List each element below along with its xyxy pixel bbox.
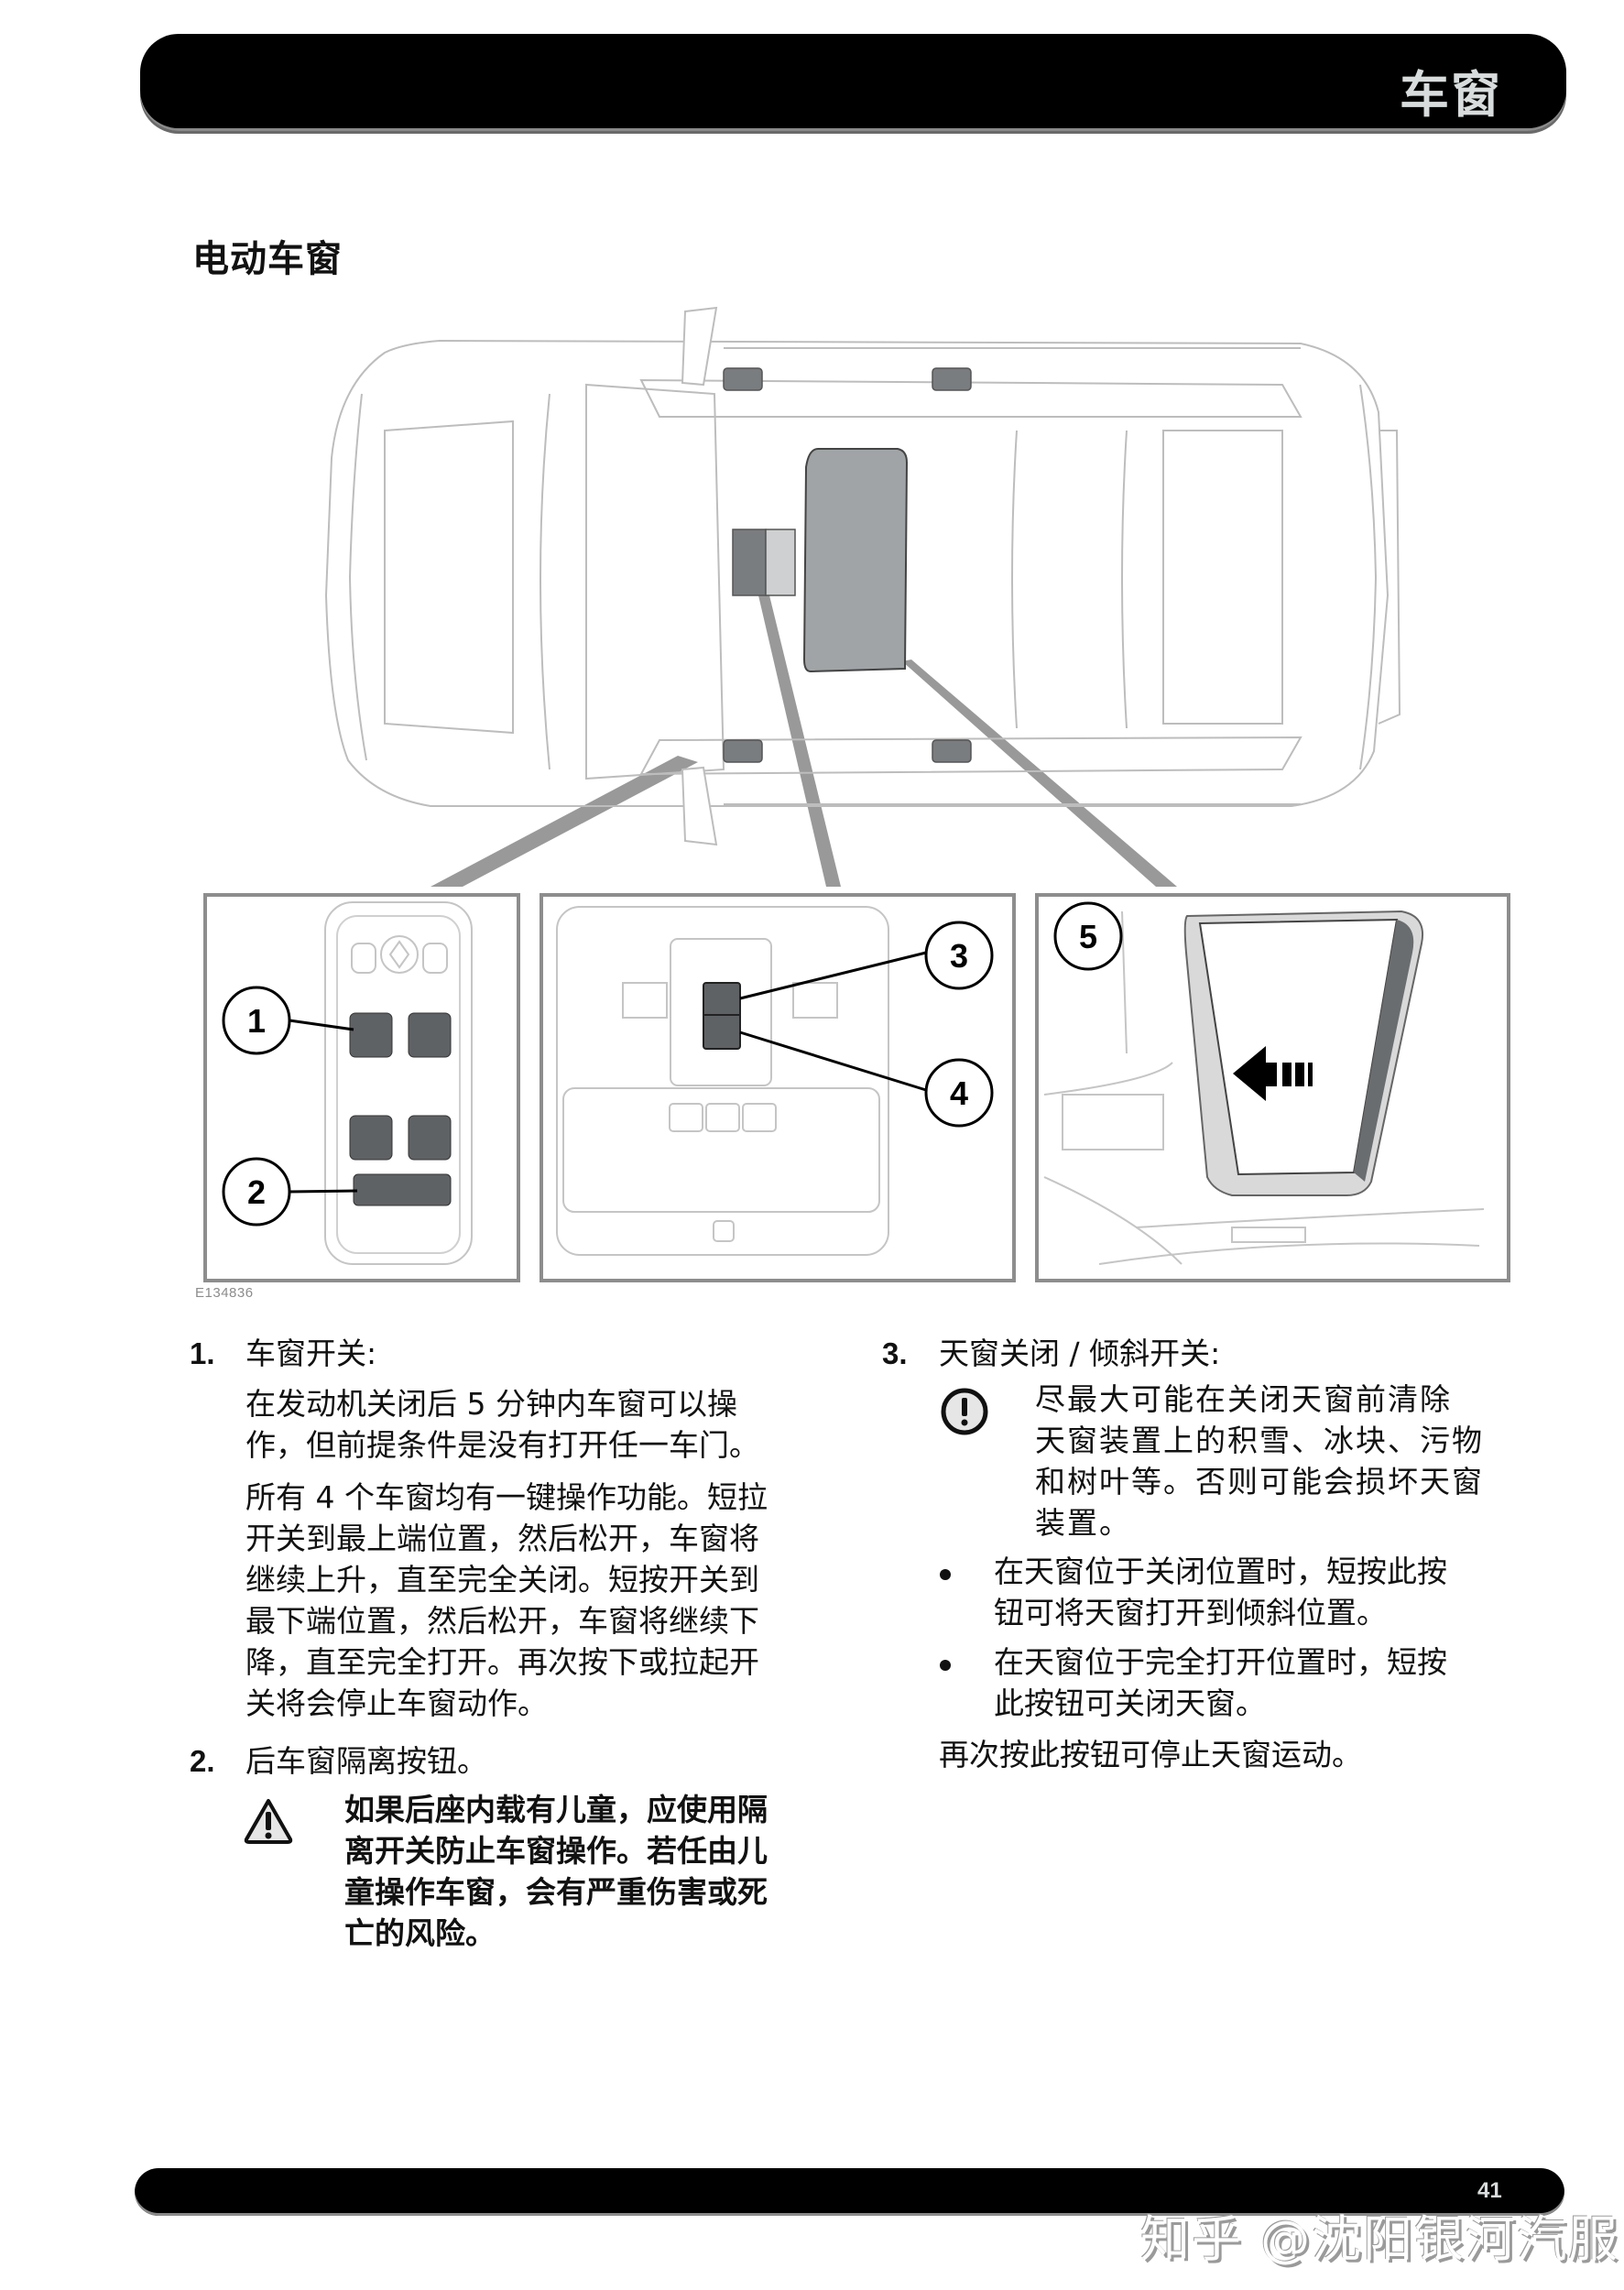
text-line: 降，直至完全打开。再次按下或拉起开 (245, 1644, 759, 1680)
text-line: 童操作车窗，会有严重伤害或死 (344, 1874, 768, 1910)
panel-overhead-console: 3 4 (540, 893, 1016, 1282)
text-line: 所有 4 个车窗均有一键操作功能。短拉 (245, 1479, 768, 1515)
chapter-title: 车窗 (1400, 66, 1502, 124)
page-number: 41 (1477, 2178, 1502, 2203)
caution-exclamation-icon (939, 1386, 990, 1437)
mirrors (681, 306, 718, 846)
overhead-console-marker (732, 529, 767, 596)
text-line: 在发动机关闭后 5 分钟内车窗可以操 (245, 1386, 737, 1422)
text-line: 天窗装置上的积雪、冰块、污物 (1035, 1423, 1484, 1458)
item-1-paragraph-2: 所有 4 个车窗均有一键操作功能。短拉 开关到最上端位置，然后松开，车窗将 继续… (245, 1477, 832, 1724)
sunroof-highlight (802, 448, 909, 673)
callout-beams (431, 595, 1177, 887)
child-safety-warning: 如果后座内载有儿童，应使用隔 离开关防止车窗操作。若任由儿 童操作车窗，会有严重… (344, 1789, 821, 1954)
figure-code: E134836 (195, 1285, 254, 1301)
panel-door-switches: 1 2 (203, 893, 520, 1282)
item-2-title: 后车窗隔离按钮。 (245, 1743, 487, 1779)
item-1-title: 车窗开关: (245, 1336, 377, 1371)
chapter-header-bar: 车窗 (140, 34, 1566, 131)
text-line: 继续上升，直至完全关闭。短按开关到 (245, 1562, 759, 1598)
sunroof-caution-text: 尽最大可能在关闭天窗前清除 天窗装置上的积雪、冰块、污物 和树叶等。否则可能会损… (1035, 1379, 1530, 1543)
text-line: 和树叶等。否则可能会损坏天窗 (1035, 1464, 1484, 1499)
slide-direction-arrow-icon (1233, 1046, 1313, 1101)
item-1-number: 1. (190, 1336, 215, 1370)
text-line: 装置。 (1035, 1505, 1131, 1541)
item-1-heading: 1. (190, 1333, 215, 1374)
bullet-icon (940, 1569, 951, 1580)
watermark: 知乎 @沈阳银河汽服 (1140, 2210, 1620, 2268)
door-switch-markers (723, 367, 972, 763)
power-windows-figure: 1 2 3 4 (183, 293, 1520, 1310)
bullet-icon (940, 1660, 951, 1671)
panel-sunroof-view: 5 (1035, 893, 1510, 1282)
text-line: 在天窗位于关闭位置时，短按此按 (994, 1554, 1447, 1589)
text-line: 此按钮可关闭天窗。 (994, 1685, 1266, 1721)
text-line: 亡的风险。 (344, 1915, 496, 1951)
callout-3: 3 (950, 937, 968, 975)
bullet-item-1: 在天窗位于关闭位置时，短按此按 钮可将天窗打开到倾斜位置。 (994, 1551, 1543, 1633)
warning-triangle-icon (243, 1797, 294, 1845)
item-3-title: 天窗关闭 / 倾斜开关: (939, 1336, 1221, 1371)
item-2-heading: 2. (190, 1740, 215, 1782)
text-line: 关将会停止车窗动作。 (245, 1685, 548, 1721)
callout-2: 2 (247, 1173, 266, 1211)
text-line: 在天窗位于完全打开位置时，短按 (994, 1644, 1447, 1680)
page-footer-bar (135, 2168, 1564, 2216)
section-title: 电动车窗 (192, 238, 343, 280)
stop-sunroof-note: 再次按此按钮可停止天窗运动。 (939, 1737, 1362, 1772)
item-3-number: 3. (882, 1336, 908, 1370)
callout-5: 5 (1079, 918, 1097, 955)
callout-1: 1 (247, 1002, 266, 1040)
item-3-heading: 3. (882, 1333, 908, 1374)
text-line: 尽最大可能在关闭天窗前清除 (1035, 1381, 1452, 1417)
item-2-number: 2. (190, 1744, 215, 1778)
item-1-paragraph-1: 在发动机关闭后 5 分钟内车窗可以操 作，但前提条件是没有打开任一车门。 (245, 1383, 832, 1466)
text-line: 离开关防止车窗操作。若任由儿 (344, 1833, 768, 1869)
bullet-item-2: 在天窗位于完全打开位置时，短按 此按钮可关闭天窗。 (994, 1641, 1543, 1724)
vehicle-top-view (324, 339, 1401, 807)
text-line: 如果后座内载有儿童，应使用隔 (344, 1792, 768, 1827)
text-line: 钮可将天窗打开到倾斜位置。 (994, 1595, 1387, 1630)
text-line: 最下端位置，然后松开，车窗将继续下 (245, 1603, 759, 1639)
text-line: 开关到最上端位置，然后松开，车窗将 (245, 1521, 759, 1556)
text-line: 作，但前提条件是没有打开任一车门。 (245, 1427, 759, 1463)
callout-4: 4 (950, 1074, 968, 1112)
